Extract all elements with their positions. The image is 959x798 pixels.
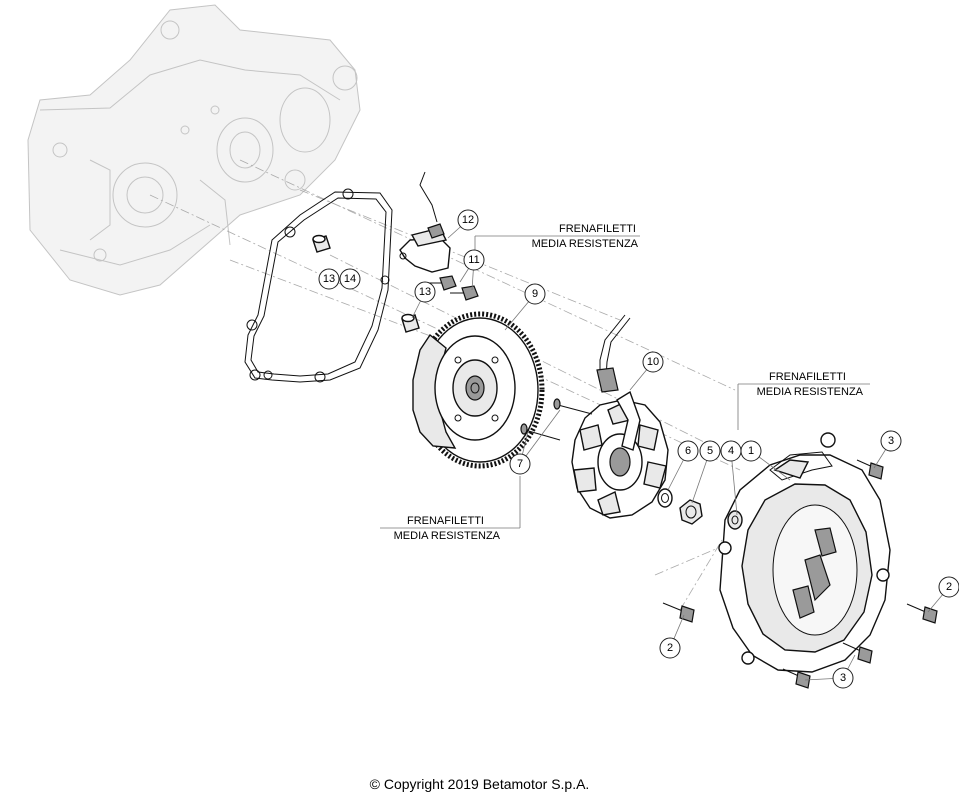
callout-3: 3: [832, 667, 854, 689]
callout-1: 1: [740, 440, 762, 462]
note-threadlocker-top: FRENAFILETTI MEDIA RESISTENZA: [532, 223, 639, 250]
bolt: [842, 642, 873, 664]
svg-text:7: 7: [517, 458, 523, 470]
bolt: [856, 459, 884, 480]
svg-text:13: 13: [323, 273, 335, 285]
svg-text:3: 3: [840, 672, 846, 684]
leader-lines: [380, 219, 950, 681]
callout-13: 13: [318, 268, 340, 290]
svg-text:3: 3: [888, 435, 894, 447]
svg-text:5: 5: [707, 445, 713, 457]
svg-text:MEDIA RESISTENZA: MEDIA RESISTENZA: [532, 238, 639, 250]
flywheel-rotor: [412, 311, 545, 469]
callout-7: 7: [509, 453, 531, 475]
callout-3: 3: [880, 430, 902, 452]
svg-text:10: 10: [647, 356, 659, 368]
stator: [571, 314, 669, 519]
callout-11: 11: [463, 249, 485, 271]
bolt: [450, 285, 479, 301]
svg-text:MEDIA RESISTENZA: MEDIA RESISTENZA: [394, 530, 501, 542]
callout-10: 10: [642, 351, 664, 373]
callout-2: 2: [938, 576, 959, 598]
washer: [657, 488, 673, 508]
callout-5: 5: [699, 440, 721, 462]
bolt: [520, 423, 561, 441]
bolt: [553, 398, 593, 415]
dowel-pin: [401, 313, 420, 333]
svg-text:2: 2: [946, 581, 952, 593]
callout-4: 4: [720, 440, 742, 462]
callout-12: 12: [457, 209, 479, 231]
dowel-pin: [312, 234, 331, 253]
svg-text:MEDIA RESISTENZA: MEDIA RESISTENZA: [757, 386, 864, 398]
svg-text:4: 4: [728, 445, 734, 457]
cover-gasket: [244, 188, 393, 383]
svg-text:13: 13: [419, 286, 431, 298]
svg-text:FRENAFILETTI: FRENAFILETTI: [769, 371, 846, 383]
svg-text:1: 1: [748, 445, 754, 457]
svg-text:2: 2: [667, 642, 673, 654]
svg-text:FRENAFILETTI: FRENAFILETTI: [559, 223, 636, 235]
bolt: [782, 668, 811, 689]
copyright-notice: © Copyright 2019 Betamotor S.p.A.: [369, 776, 590, 792]
pickup-sensor: [399, 171, 451, 273]
bolt: [662, 602, 695, 623]
svg-text:14: 14: [344, 273, 356, 285]
svg-text:FRENAFILETTI: FRENAFILETTI: [407, 515, 484, 527]
note-threadlocker-bottom: FRENAFILETTI MEDIA RESISTENZA: [394, 515, 501, 542]
svg-text:9: 9: [532, 288, 538, 300]
bolt: [906, 603, 938, 624]
note-threadlocker-right: FRENAFILETTI MEDIA RESISTENZA: [757, 371, 864, 398]
callout-14: 14: [339, 268, 361, 290]
callout-13: 13: [414, 281, 436, 303]
callout-2: 2: [659, 637, 681, 659]
nut: [679, 499, 703, 525]
svg-text:11: 11: [468, 254, 479, 266]
svg-text:6: 6: [685, 445, 691, 457]
ignition-cover: [718, 432, 891, 673]
crankcase-ghost: [27, 4, 361, 296]
svg-text:12: 12: [462, 214, 474, 226]
callout-9: 9: [524, 283, 546, 305]
callout-6: 6: [677, 440, 699, 462]
